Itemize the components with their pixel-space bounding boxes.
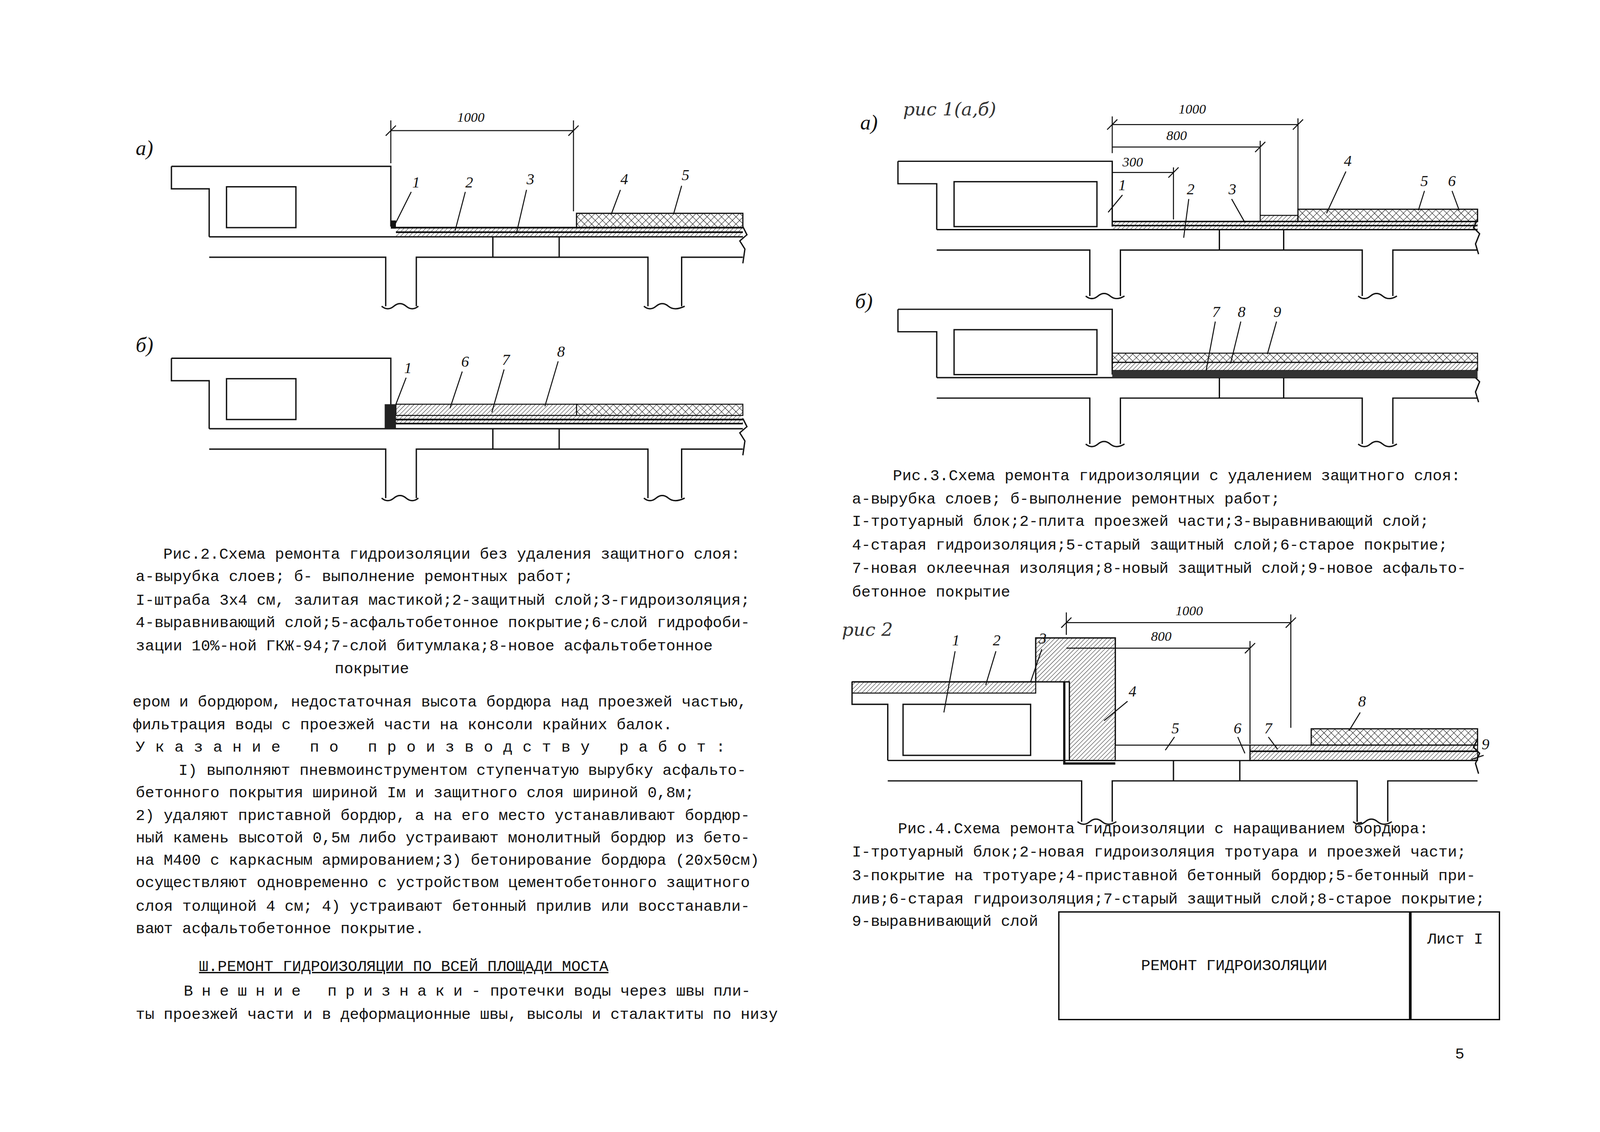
layers [1112,209,1478,230]
section-outline [171,358,748,501]
body-text: покрытие [334,660,410,679]
title-block-text: Лист I [1427,930,1483,949]
dimension-lines [1061,612,1297,745]
section-outline [851,681,1480,825]
body-text: ный камень высотой 0,5м либо устраивают … [135,829,751,848]
body-text: 7-новая оклеечная изоляция;8-новый защит… [851,560,1467,578]
callout-number: 7 [1212,304,1221,320]
leader-lines [395,361,559,413]
body-text: зации 10%-ной ГКЖ-94;7-слой битумлака;8-… [135,637,713,656]
callout-number: 4 [1128,683,1137,700]
callout-number: 7 [1264,720,1273,737]
callout-number: 9 [1273,304,1282,320]
callout-number: 4 [1344,153,1352,169]
callout-number: 1 [951,632,960,649]
body-text: а-вырубка слоев; б-выполнение ремонтных … [851,490,1281,509]
dimension-label: 800 [1166,128,1187,143]
body-text: I-штраба 3х4 см, залитая мастикой;2-защи… [135,592,751,610]
body-text: 5 [1454,1045,1465,1064]
callout-number: 8 [1237,304,1246,320]
callout-number: 1 [412,174,421,191]
dimension-label: 1000 [457,110,485,125]
callout-number: 8 [557,343,566,360]
callout-number: 3 [526,171,535,188]
spaced-text: Указание по производству работ: [135,738,736,757]
body-text: 9-выравнивающий слой [851,913,1039,931]
leader-lines [1205,321,1277,371]
leader-lines [1108,171,1460,238]
title-block-text: РЕМОНТ ГИДРОИЗОЛЯЦИИ [1141,957,1328,975]
leader-lines [394,185,682,234]
dimension-lines [1106,116,1304,220]
body-text: слоя толщиной 4 см; 4) устраивают бетонн… [135,898,751,916]
title-block-cell: Лист I [1410,911,1501,1021]
body-text: Рис.4.Схема ремонта гидроизоляции с нара… [898,820,1429,839]
body-text: I) выполняют пневмоинструментом ступенча… [178,762,747,780]
figure-letter: б) [855,290,873,312]
callout-number: 2 [992,632,1001,649]
callout-number: 6 [1233,720,1242,737]
callout-number: 3 [1228,181,1237,198]
body-text: лив;6-старая гидроизоляция;7-старый защи… [851,890,1485,909]
body-text: ты проезжей части и в деформационные швы… [135,1006,779,1024]
body-text: 2) удаляют приставной бордюр, а на его м… [135,807,751,826]
callout-number: 4 [620,171,629,188]
title-block-cell: РЕМОНТ ГИДРОИЗОЛЯЦИИ [1058,911,1411,1021]
dimension-label: 1000 [1178,102,1206,116]
body-text: I-тротуарный блок;2-плита проезжей части… [851,513,1429,531]
callout-number: 3 [1038,630,1047,647]
body-text: бетонное покрытие [851,583,1011,602]
dimension-label: 1000 [1175,603,1203,618]
layers [384,404,743,429]
layers [390,213,743,237]
body-text: фильтрация воды с проезжей части на конс… [132,716,673,735]
handwritten-note: рис 1(а,б) [903,99,997,119]
body-text: Рис.3.Схема ремонта гидроизоляции с удал… [893,467,1461,486]
body-text: 4-выравнивающий слой;5-асфальтобетонное … [135,614,751,633]
body-text: а-вырубка слоев; б- выполнение ремонтных… [135,568,574,587]
callout-number: 1 [1118,177,1127,193]
section-heading: Ш.РЕМОНТ ГИДРОИЗОЛЯЦИИ ПО ВСЕЙ ПЛОЩАДИ М… [198,958,609,977]
section-outline [171,166,748,309]
figure-letter: б) [135,334,154,356]
callout-number: 7 [502,352,510,368]
dimension-label: 300 [1122,155,1143,169]
body-text: I-тротуарный блок;2-новая гидроизоляция … [851,843,1467,862]
leader-lines [943,649,1484,760]
callout-number: 5 [681,167,690,183]
spaced-text: Внешние признаки [183,982,472,1001]
body-text: 4-старая гидроизоляция;5-старый защитный… [851,536,1448,555]
section-outline [898,309,1480,447]
body-text: на М400 с каркасным армированием;3) бето… [135,851,760,870]
section-outline [898,161,1480,299]
callout-number: 2 [1186,181,1195,198]
body-text: бетонного покрытия шириной Iм и защитног… [135,784,695,803]
callout-number: 6 [461,353,469,370]
callout-number: 6 [1448,173,1456,189]
figure-letter: а) [860,112,878,134]
dimension-lines [385,120,579,212]
figure-letter: а) [135,137,154,159]
layers [1112,353,1478,378]
callout-number: 5 [1420,173,1429,189]
body-text: вают асфальтобетонное покрытие. [135,920,425,939]
body-text: - протечки воды через швы пли- [471,982,751,1001]
body-text: 3-покрытие на тротуаре;4-приставной бето… [851,867,1476,886]
handwritten-note: рис 2 [841,620,894,639]
body-text: Рис.2.Схема ремонта гидроизоляции без уд… [163,545,741,564]
body-text: осуществляют одновременно с устройством … [135,874,751,893]
callout-number: 9 [1481,736,1490,753]
callout-number: 1 [404,360,412,376]
dimension-label: 800 [1151,629,1172,644]
callout-number: 2 [465,174,473,191]
body-text: ером и бордюром, недостаточная высота бо… [132,693,748,712]
callout-number: 8 [1358,693,1367,710]
callout-number: 5 [1171,720,1180,737]
